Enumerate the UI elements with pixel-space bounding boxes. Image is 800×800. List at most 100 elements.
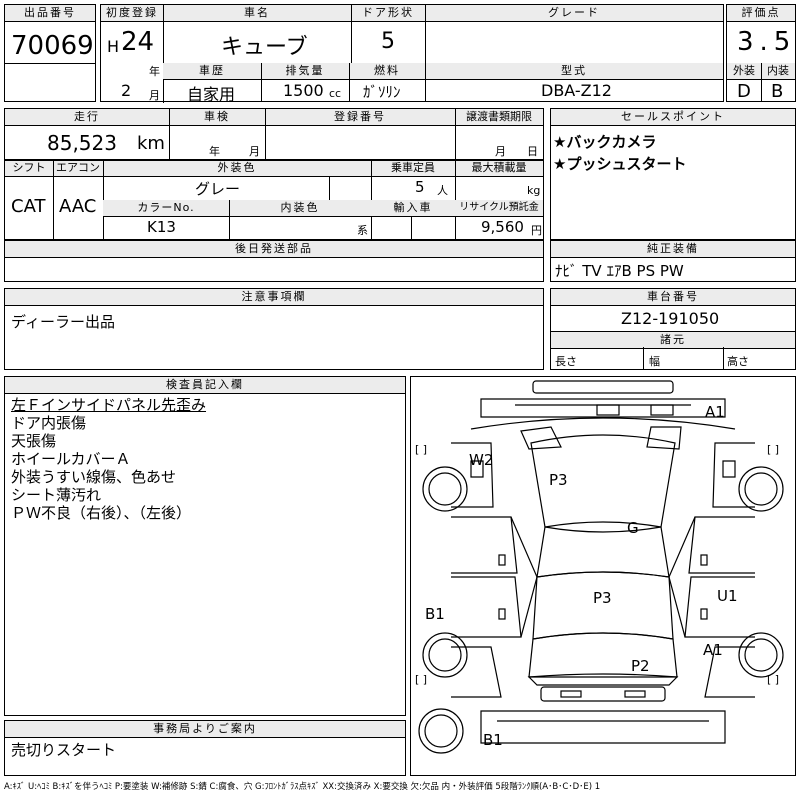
bracket-left-bottom: [ ]: [415, 673, 427, 686]
lot-number-label: 出品番号: [5, 5, 95, 22]
sales-points-label: セールスポイント: [551, 109, 795, 126]
capacity: 5: [415, 178, 425, 196]
mileage: 85,523: [47, 131, 117, 155]
mark-p2: P2: [631, 657, 650, 675]
series-unit: 系: [357, 224, 368, 237]
office-label: 事務局よりご案内: [5, 721, 405, 738]
capacity-label: 乗車定員: [371, 160, 455, 177]
exterior-label: 外装: [727, 63, 761, 80]
year-unit: 年: [149, 65, 160, 78]
lot-number: 70069: [11, 31, 94, 61]
equipment: ﾅﾋﾞ TV ｴｱB PS PW: [555, 262, 684, 280]
reg-no-label: 登録番号: [265, 109, 455, 126]
km-unit: km: [137, 133, 165, 154]
vehicle-header-box: 初度登録 車名 ドア形状 グレード H 24 年 キューブ 5 車歴 排気量 燃…: [100, 4, 724, 104]
score-box: 評価点 3.5 外装 内装 D B: [726, 4, 796, 102]
inspector-line-2: ドア内張傷: [11, 414, 87, 432]
displacement: 1500: [283, 81, 324, 100]
month-unit: 月: [149, 89, 160, 102]
sales-point-2: ★プッシュスタート: [553, 155, 687, 173]
era: H: [107, 37, 120, 56]
color-no: K13: [147, 218, 176, 236]
notes-box: 注意事項欄 ディーラー出品: [4, 288, 544, 370]
model: DBA-Z12: [541, 81, 612, 100]
spec-box: シフト エアコン 外装色 乗車定員 最大積載量 CAT AAC グレー 5 人 …: [4, 160, 544, 240]
mark-a1-top: A1: [705, 403, 725, 421]
door-label: ドア形状: [351, 5, 425, 22]
ext-color-label: 外装色: [103, 160, 371, 177]
inspector-line-4: ホイールカバーＡ: [11, 450, 131, 468]
bracket-left-top: [ ]: [415, 443, 427, 456]
dims-length: 長さ: [555, 355, 577, 368]
ext-color: グレー: [195, 180, 241, 198]
inspection-year-unit: 年: [209, 145, 220, 158]
inspector-line-3: 天張傷: [11, 432, 57, 450]
recycle: 9,560: [481, 218, 524, 236]
bracket-right-top: [ ]: [767, 443, 779, 456]
kg-unit: kg: [527, 184, 541, 197]
mark-u1: U1: [717, 587, 738, 605]
car-name-label: 車名: [163, 5, 351, 22]
chassis-label: 車台番号: [551, 289, 795, 306]
office-box: 事務局よりご案内 売切りスタート: [4, 720, 406, 776]
sales-point-1: ★バックカメラ: [553, 133, 657, 151]
lot-number-box: 出品番号 70069: [4, 4, 96, 102]
office-text: 売切りスタート: [11, 741, 117, 759]
docs-label: 譲渡書類期限: [455, 109, 543, 126]
import-label: 輸入車: [371, 200, 455, 217]
first-reg-label: 初度登録: [101, 5, 163, 22]
dims-label: 諸元: [551, 331, 795, 349]
mark-w2: W2: [469, 451, 493, 469]
chassis-box: 車台番号 Z12-191050 諸元 長さ 幅 高さ: [550, 288, 796, 370]
year: 24: [121, 27, 155, 57]
int-color-label: 内装色: [229, 200, 371, 217]
mark-a1-right: A1: [703, 641, 723, 659]
aircon-label: エアコン: [53, 160, 103, 177]
max-load-label: 最大積載量: [455, 160, 543, 177]
dims-width: 幅: [649, 355, 660, 368]
car-body-diagram: [ ] [ ] [ ] [ ] A1 W2 P3 G P3 U1 B1 A1 P…: [415, 380, 784, 754]
docs-month-unit: 月: [495, 145, 506, 158]
inspector-label: 検査員記入欄: [5, 377, 405, 394]
later-parts-label: 後日発送部品: [5, 240, 543, 258]
damage-diagram-box: [ ] [ ] [ ] [ ] A1 W2 P3 G P3 U1 B1 A1 P…: [410, 376, 796, 776]
sales-points-box: セールスポイント ★バックカメラ ★プッシュスタート: [550, 108, 796, 240]
chassis-no: Z12-191050: [621, 309, 720, 328]
yen-unit: 円: [531, 224, 542, 237]
legend: A:ｷｽﾞ U:ﾍｺﾐ B:ｷｽﾞを伴うﾍｺﾐ P:要塗装 W:補修跡 S:錆 …: [4, 782, 601, 792]
score-label: 評価点: [727, 5, 795, 22]
later-parts-box: 後日発送部品: [4, 240, 544, 282]
dims-height: 高さ: [727, 355, 749, 368]
fuel-label: 燃料: [349, 63, 425, 80]
shift: CAT: [11, 196, 46, 217]
mileage-label: 走行: [5, 109, 169, 126]
exterior-grade: D: [737, 81, 751, 102]
mark-p3-mid: P3: [593, 589, 612, 607]
inspector-line-1: 左Ｆインサイドパネル先歪み: [11, 396, 207, 414]
inspector-line-5: 外装うすい線傷、色あせ: [11, 468, 177, 486]
mark-b1-bottom: B1: [483, 731, 503, 749]
mark-p3-front: P3: [549, 471, 568, 489]
inspector-line-6: シート薄汚れ: [11, 486, 102, 504]
interior-grade: B: [771, 81, 784, 102]
fuel: ｶﾞｿﾘﾝ: [363, 83, 401, 101]
inspector-box: 検査員記入欄 左Ｆインサイドパネル先歪み ドア内張傷 天張傷 ホイールカバーＡ …: [4, 376, 406, 716]
car-name: キューブ: [221, 35, 308, 60]
bracket-right-bottom: [ ]: [767, 673, 779, 686]
recycle-label: リサイクル預託金: [455, 200, 543, 217]
displacement-label: 排気量: [261, 63, 349, 80]
history-label: 車歴: [163, 63, 261, 80]
inspector-line-7: ＰＷ不良（右後）、（左後）: [11, 504, 192, 522]
person-unit: 人: [437, 184, 448, 197]
color-no-label: カラーNo.: [103, 200, 229, 217]
cc-unit: cc: [329, 87, 342, 100]
equipment-label: 純正装備: [551, 240, 795, 258]
notes-label: 注意事項欄: [5, 289, 543, 306]
notes-text: ディーラー出品: [11, 313, 115, 331]
grade-label: グレード: [425, 5, 723, 22]
aircon: AAC: [59, 196, 97, 217]
interior-label: 内装: [761, 63, 795, 80]
model-label: 型式: [425, 63, 723, 80]
history: 自家用: [187, 85, 236, 104]
mark-b1-left: B1: [425, 605, 445, 623]
